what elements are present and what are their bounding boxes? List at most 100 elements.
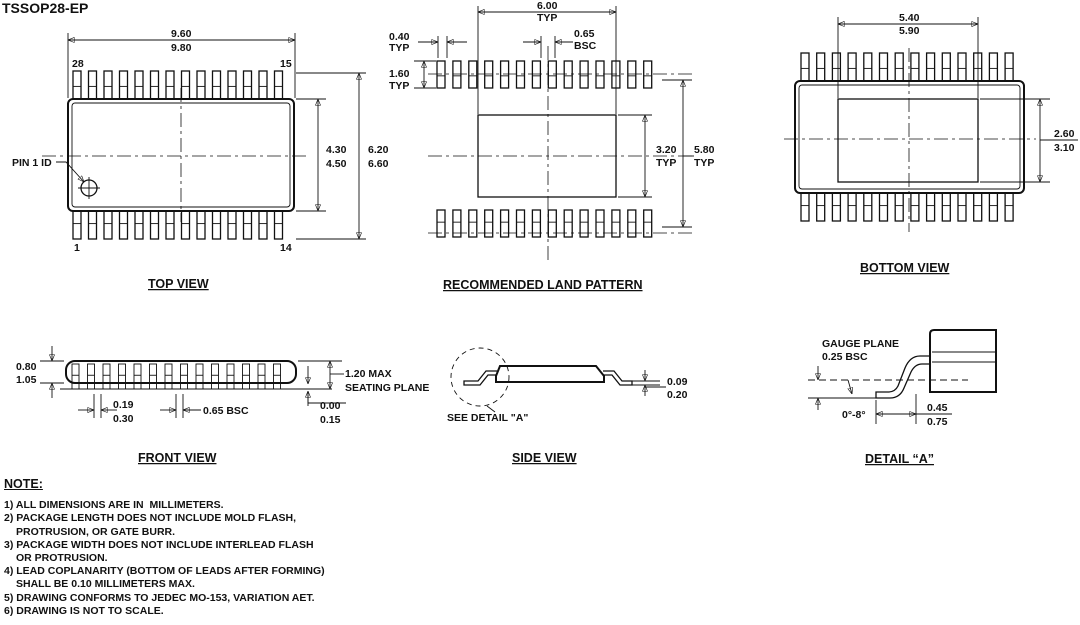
land-pad [643,209,653,238]
dim-land-pad-length-note: TYP [389,80,409,92]
land-pad [484,60,494,89]
dim-land-gap: 3.20 [656,144,677,156]
dim-bottom-pad-width-min: 2.60 [1054,128,1075,140]
pin1-label: PIN 1 ID [12,157,52,169]
note-line: 4) LEAD COPLANARITY (BOTTOM OF LEADS AFT… [4,565,325,578]
caption-bottom-view: BOTTOM VIEW [860,261,950,275]
front-lead [242,363,250,390]
bottom-pin [925,52,936,82]
front-view-body [65,360,297,384]
dim-land-pad-length: 1.60 [389,68,410,80]
land-pad [595,209,605,238]
dim-bottom-pad-width-max: 3.10 [1054,142,1075,154]
land-pad [531,60,542,89]
land-pad [499,60,510,89]
detail-a-circle [450,347,510,407]
detail-angle: 0°-8° [842,409,866,421]
top-pin [87,210,98,240]
note-line: 1) ALL DIMENSIONS ARE IN MILLIMETERS. [4,499,224,512]
land-pad [515,60,526,89]
front-lead [102,363,111,390]
top-pin [87,70,98,100]
dim-standoff-min: 0.00 [320,400,341,412]
bottom-pin [878,192,889,222]
top-pin [211,210,222,240]
dim-front-pitch: 0.65 BSC [203,405,249,417]
bottom-pin [847,192,857,222]
note-line: SHALL BE 0.10 MILLIMETERS MAX. [16,578,195,591]
dim-lead-thickness-min: 0.09 [667,376,688,388]
bottom-pin [988,192,999,222]
detail-lead [875,355,930,399]
dim-land-span: 6.00 [537,0,558,12]
top-pin [196,210,206,240]
land-pad [563,209,573,238]
dim-foot-min: 0.45 [927,402,948,414]
seating-plane-label: SEATING PLANE [345,382,429,394]
note-line: PROTRUSION, OR GATE BURR. [16,525,176,538]
top-pin [165,210,175,240]
dim-lead-thickness-max: 0.20 [667,389,688,401]
land-pad [579,209,589,238]
land-pattern-view: 6.00 TYP 0.40 TYP 0.65 BSC 1.60 TYP 3.20… [389,0,715,292]
land-pad [452,60,462,89]
top-pin [118,210,129,240]
bottom-pin [831,192,842,222]
dim-lead-width-min: 0.19 [113,399,134,411]
drawing-title: TSSOP28-EP [2,0,88,16]
bottom-pin [957,52,967,82]
side-view: SEE DETAIL "A" 0.09 0.20 SIDE VIEW [447,347,688,465]
land-pad [436,209,446,238]
front-lead [118,363,126,390]
top-pin [149,70,160,100]
dim-body-width-max: 4.50 [326,158,347,170]
bottom-view-body [794,80,1025,194]
land-pad [515,209,526,238]
bottom-pin [800,52,810,82]
caption-side-view: SIDE VIEW [512,451,577,465]
bottom-pin [925,192,936,222]
dim-land-span-note: TYP [537,12,557,24]
front-view: 0.80 1.05 1.20 MAX SEATING PLANE 0.00 0.… [16,346,429,465]
caption-detail-a: DETAIL “A” [865,452,934,466]
land-pad [436,60,446,89]
dim-overall-width-min: 6.20 [368,144,389,156]
dim-foot-max: 0.75 [927,416,948,428]
front-lead [164,363,173,390]
land-pad [452,209,462,238]
dim-land-pitch: 0.65 [574,28,595,40]
front-lead [133,363,142,390]
land-pad [468,60,478,89]
caption-land-pattern: RECOMMENDED LAND PATTERN [443,278,643,292]
dim-lead-width-max: 0.30 [113,413,134,425]
top-view-pins-lower [72,210,284,240]
front-lead [87,363,95,390]
land-pads-upper [436,60,653,89]
top-pin [72,210,82,240]
caption-top-view: TOP VIEW [148,277,209,291]
land-pad [499,209,510,238]
top-pin [72,70,82,100]
dim-bottom-pad-length-min: 5.40 [899,12,920,24]
dim-front-height: 1.20 MAX [345,368,392,380]
dim-length-max: 9.80 [171,42,192,54]
pin-label-14: 14 [280,242,292,254]
front-lead [180,363,188,390]
bottom-view-pins-lower [800,192,1014,222]
top-pin [134,70,144,100]
dim-overall-width-max: 6.60 [368,158,389,170]
top-pin [180,210,191,240]
bottom-pin [878,52,889,82]
dim-land-gap-note: TYP [656,157,676,169]
dim-standoff-max: 0.15 [320,414,341,426]
top-pin [273,70,284,100]
top-pin [211,70,222,100]
note-line: 6) DRAWING IS NOT TO SCALE. [4,604,164,617]
land-pad [531,209,542,238]
bottom-pin [816,52,826,82]
dim-body-width-min: 4.30 [326,144,347,156]
side-view-body [495,365,605,383]
notes-block: NOTE: 1) ALL DIMENSIONS ARE IN MILLIMETE… [4,477,524,618]
bottom-thermal-pad [837,98,979,183]
dim-land-pad-width-note: TYP [389,42,409,54]
